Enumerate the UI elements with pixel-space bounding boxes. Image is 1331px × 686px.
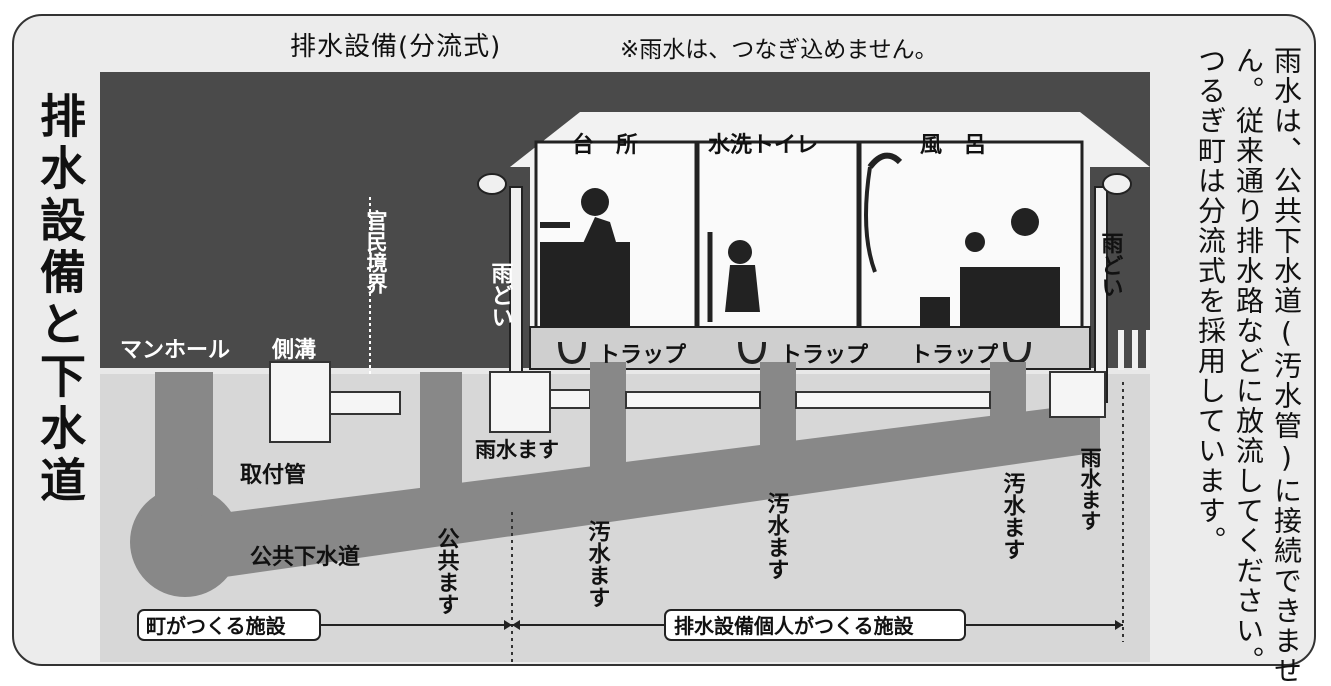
right-note-line: つるぎ町は分流式を採用しています。 <box>1194 46 1227 556</box>
kitchen-person-head <box>581 188 609 216</box>
side-ditch <box>269 361 331 443</box>
label-private-facility: 排水設備個人がつくる施設 <box>674 614 915 638</box>
kitchen-faucet <box>540 222 570 228</box>
right-note: 雨水は、公共下水道(汚水管)に接続できませ ん。従来通り排水路などに放流してくだ… <box>1191 46 1305 686</box>
label-town-facility: 町がつくる施設 <box>146 614 287 638</box>
label-manhole: マンホール <box>120 338 230 363</box>
bathtub <box>960 267 1060 327</box>
gutter-left-head <box>477 173 507 195</box>
public-box-shaft <box>420 372 462 502</box>
label-trap-3: トラップ <box>910 343 999 368</box>
label-connection-pipe: 取付管 <box>240 462 306 488</box>
toilet-person-head <box>728 240 752 264</box>
label-side-ditch: 側溝 <box>271 337 316 363</box>
sewage-box-1 <box>590 362 626 472</box>
label-toilet: 水洗トイレ <box>708 133 818 158</box>
trap-kitchen <box>558 341 586 365</box>
label-bath: 風 呂 <box>920 133 986 158</box>
label-rain-box-left: 雨水ます <box>475 438 559 462</box>
private-facility-box <box>664 609 966 641</box>
bath-stool <box>920 297 950 327</box>
rain-box-right <box>1049 371 1106 418</box>
drainage-diagram: 台 所 水洗トイレ 風 呂 マンホール 側溝 官民境界 雨どい 雨どい トラップ… <box>100 72 1150 662</box>
label-rain-box-right: 雨水ます <box>1078 447 1102 531</box>
rain-note: ※雨水は、つなぎ込めません。 <box>620 37 938 63</box>
label-kitchen: 台 所 <box>572 132 638 158</box>
gutter-right-head <box>1102 173 1132 195</box>
label-sewage-box-1: 汚水ます <box>585 520 611 608</box>
label-trap-2: トラップ <box>780 343 869 368</box>
bath-adult-head <box>1011 208 1039 236</box>
drain-pipe-2 <box>795 391 991 409</box>
rain-box-left <box>489 371 551 433</box>
private-arrow-head-left <box>512 620 520 630</box>
side-ditch-pipe <box>329 391 401 415</box>
town-arrow-head <box>504 620 512 630</box>
label-gutter-left: 雨どい <box>488 262 514 328</box>
bath-child-head <box>965 232 985 252</box>
rain-box-left-pipe <box>549 389 591 409</box>
town-facility-box <box>137 609 321 641</box>
page-title: 排水設備(分流式) <box>290 32 502 62</box>
label-public-box: 公共ます <box>434 527 460 615</box>
right-note-line: ん。従来通り排水路などに放流してください。 <box>1232 46 1265 676</box>
label-sewage-box-2: 汚水ます <box>764 492 790 580</box>
house <box>510 112 1150 370</box>
sewage-box-2 <box>760 362 796 457</box>
label-public-sewer: 公共下水道 <box>250 544 360 570</box>
shower-head <box>867 152 903 169</box>
private-arrow-head-right <box>1115 620 1123 630</box>
drain-pipe-1 <box>625 391 761 409</box>
room-toilet <box>696 140 860 330</box>
trap-toilet <box>738 341 766 365</box>
toilet-person-body <box>725 265 760 312</box>
public-sewer-pipe <box>190 402 1100 582</box>
label-gutter-right: 雨どい <box>1098 232 1124 298</box>
side-title: 排水設備と下水道 <box>33 92 87 508</box>
label-sewage-box-3: 汚水ます <box>1000 472 1026 560</box>
fence <box>1118 330 1150 370</box>
shower-hose <box>864 166 877 273</box>
right-note-line: 雨水は、公共下水道(汚水管)に接続できませ <box>1270 46 1303 686</box>
label-trap-1: トラップ <box>598 343 687 368</box>
kitchen-person-body <box>570 217 625 272</box>
sewage-box-3 <box>990 362 1026 432</box>
label-boundary: 官民境界 <box>364 209 388 295</box>
